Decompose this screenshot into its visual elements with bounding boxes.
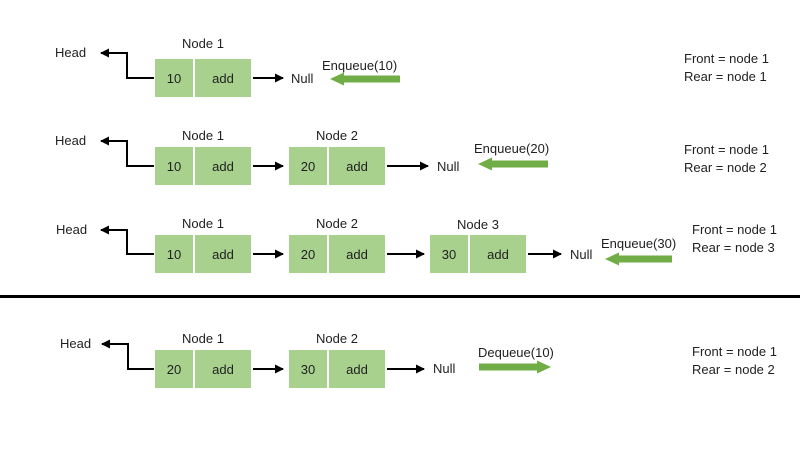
null-label: Null [437,159,460,174]
rear-status: Rear = node 1 [684,69,767,84]
operation-label: Enqueue(30) [601,236,677,251]
node-pointer-cell: add [195,350,251,388]
front-status: Front = node 1 [692,344,777,359]
null-label: Null [570,247,593,262]
status-block: Front = node 1 Rear = node 3 [692,221,777,257]
head-pointer-line [101,339,154,370]
rear-status: Rear = node 2 [684,160,767,175]
node-value-cell: 20 [289,235,327,273]
node-value-cell: 10 [155,147,193,185]
node-pointer-cell: add [329,235,385,273]
node-value-cell: 20 [155,350,193,388]
head-label: Head [55,133,87,148]
dequeue-right-arrow-icon [479,360,551,374]
enqueue-left-arrow-icon [605,252,672,266]
node-pointer-cell: add [329,350,385,388]
node-box: 30 add [289,350,385,388]
rear-status: Rear = node 2 [692,362,775,377]
node-box: 10 add [155,147,251,185]
null-label: Null [291,71,314,86]
node-title: Node 2 [316,128,358,143]
head-pointer-line [100,48,154,79]
head-pointer-line [100,225,154,255]
node-value-cell: 10 [155,235,193,273]
head-label: Head [60,336,92,351]
node-pointer-cell: add [195,147,251,185]
operation-label: Enqueue(20) [474,141,550,156]
enqueue-left-arrow-icon [478,157,548,171]
node-value-cell: 10 [155,59,193,97]
node-box: 20 add [155,350,251,388]
node-box: 20 add [289,147,385,185]
head-label: Head [55,45,87,60]
node-title: Node 2 [316,216,358,231]
node-title: Node 1 [182,36,224,51]
front-status: Front = node 1 [684,51,769,66]
front-status: Front = node 1 [692,222,777,237]
operation-label: Dequeue(10) [478,345,554,360]
node-title: Node 3 [457,217,499,232]
enqueue-left-arrow-icon [330,72,400,86]
node-pointer-cell: add [195,59,251,97]
status-block: Front = node 1 Rear = node 1 [684,50,769,86]
null-label: Null [433,361,456,376]
front-status: Front = node 1 [684,142,769,157]
head-pointer-line [100,136,154,167]
node-title: Node 1 [182,128,224,143]
section-divider [0,295,800,298]
rear-status: Rear = node 3 [692,240,775,255]
status-block: Front = node 1 Rear = node 2 [684,141,769,177]
node-value-cell: 30 [289,350,327,388]
node-value-cell: 30 [430,235,468,273]
node-value-cell: 20 [289,147,327,185]
node-title: Node 2 [316,331,358,346]
node-title: Node 1 [182,216,224,231]
node-box: 10 add [155,235,251,273]
status-block: Front = node 1 Rear = node 2 [692,343,777,379]
node-box: 20 add [289,235,385,273]
operation-label: Enqueue(10) [322,58,398,73]
node-pointer-cell: add [470,235,526,273]
node-pointer-cell: add [195,235,251,273]
node-box: 10 add [155,59,251,97]
node-box: 30 add [430,235,526,273]
head-label: Head [56,222,88,237]
node-title: Node 1 [182,331,224,346]
node-pointer-cell: add [329,147,385,185]
